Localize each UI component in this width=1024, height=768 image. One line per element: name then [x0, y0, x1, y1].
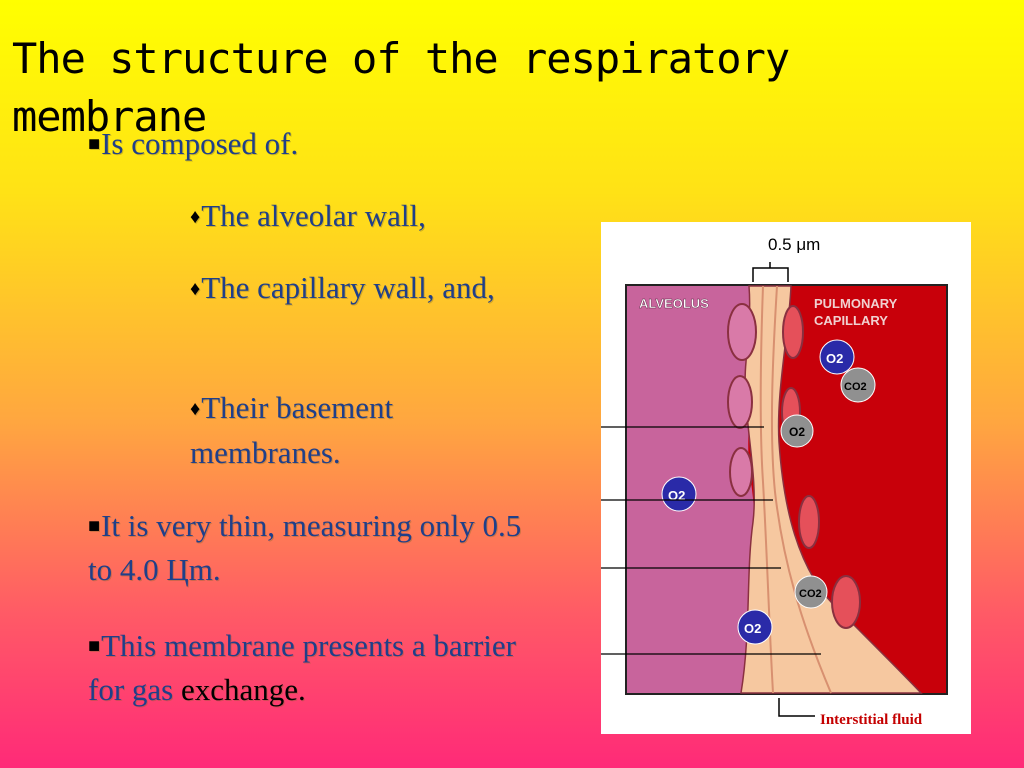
diamond-bullet-icon: ♦ [190, 278, 201, 300]
capillary-label-line1: PULMONARY [814, 296, 898, 311]
diamond-bullet-icon: ♦ [190, 398, 201, 420]
membrane-illustration: 0.5 μm ALVEOLUS PULMONARY CAPILLARY O2 C… [601, 235, 948, 728]
sub-bullet-basement: ♦Their basement membranes. [190, 390, 394, 470]
svg-text:O2: O2 [744, 621, 761, 636]
svg-text:O2: O2 [789, 425, 805, 439]
respiratory-membrane-diagram: 0.5 μm ALVEOLUS PULMONARY CAPILLARY O2 C… [601, 222, 971, 734]
bullet-composed: ■Is composed of. [88, 126, 299, 161]
scale-bracket [752, 262, 789, 282]
o2-molecule-icon: O2 [780, 414, 814, 448]
capillary-label-line2: CAPILLARY [814, 313, 888, 328]
o2-molecule-icon: O2 [661, 476, 697, 512]
o2-molecule-icon: O2 [819, 339, 855, 375]
diamond-bullet-icon: ♦ [190, 206, 201, 228]
o2-molecule-icon: O2 [737, 609, 773, 645]
interstitial-pointer [778, 698, 815, 717]
alveolus-label: ALVEOLUS [639, 296, 709, 311]
sub-bullet-capillary: ♦The capillary wall, and, [190, 270, 495, 305]
scale-label: 0.5 μm [768, 235, 820, 254]
co2-molecule-icon: CO2 [840, 367, 876, 403]
svg-text:CO2: CO2 [844, 381, 867, 393]
interstitial-label: Interstitial fluid [820, 712, 923, 728]
svg-text:O2: O2 [826, 351, 843, 366]
slide-title: The structure of the respiratory membran… [12, 34, 790, 141]
bullet-barrier: ■This membrane presents a barrier for ga… [88, 628, 516, 707]
co2-molecule-icon: CO2 [794, 575, 828, 609]
svg-text:O2: O2 [668, 488, 685, 503]
bullet-thin: ■It is very thin, measuring only 0.5 to … [88, 508, 522, 587]
svg-text:CO2: CO2 [799, 588, 822, 600]
square-bullet-icon: ■ [88, 515, 101, 537]
sub-bullet-alveolar: ♦The alveolar wall, [190, 198, 426, 233]
square-bullet-icon: ■ [88, 635, 101, 657]
square-bullet-icon: ■ [88, 133, 101, 155]
